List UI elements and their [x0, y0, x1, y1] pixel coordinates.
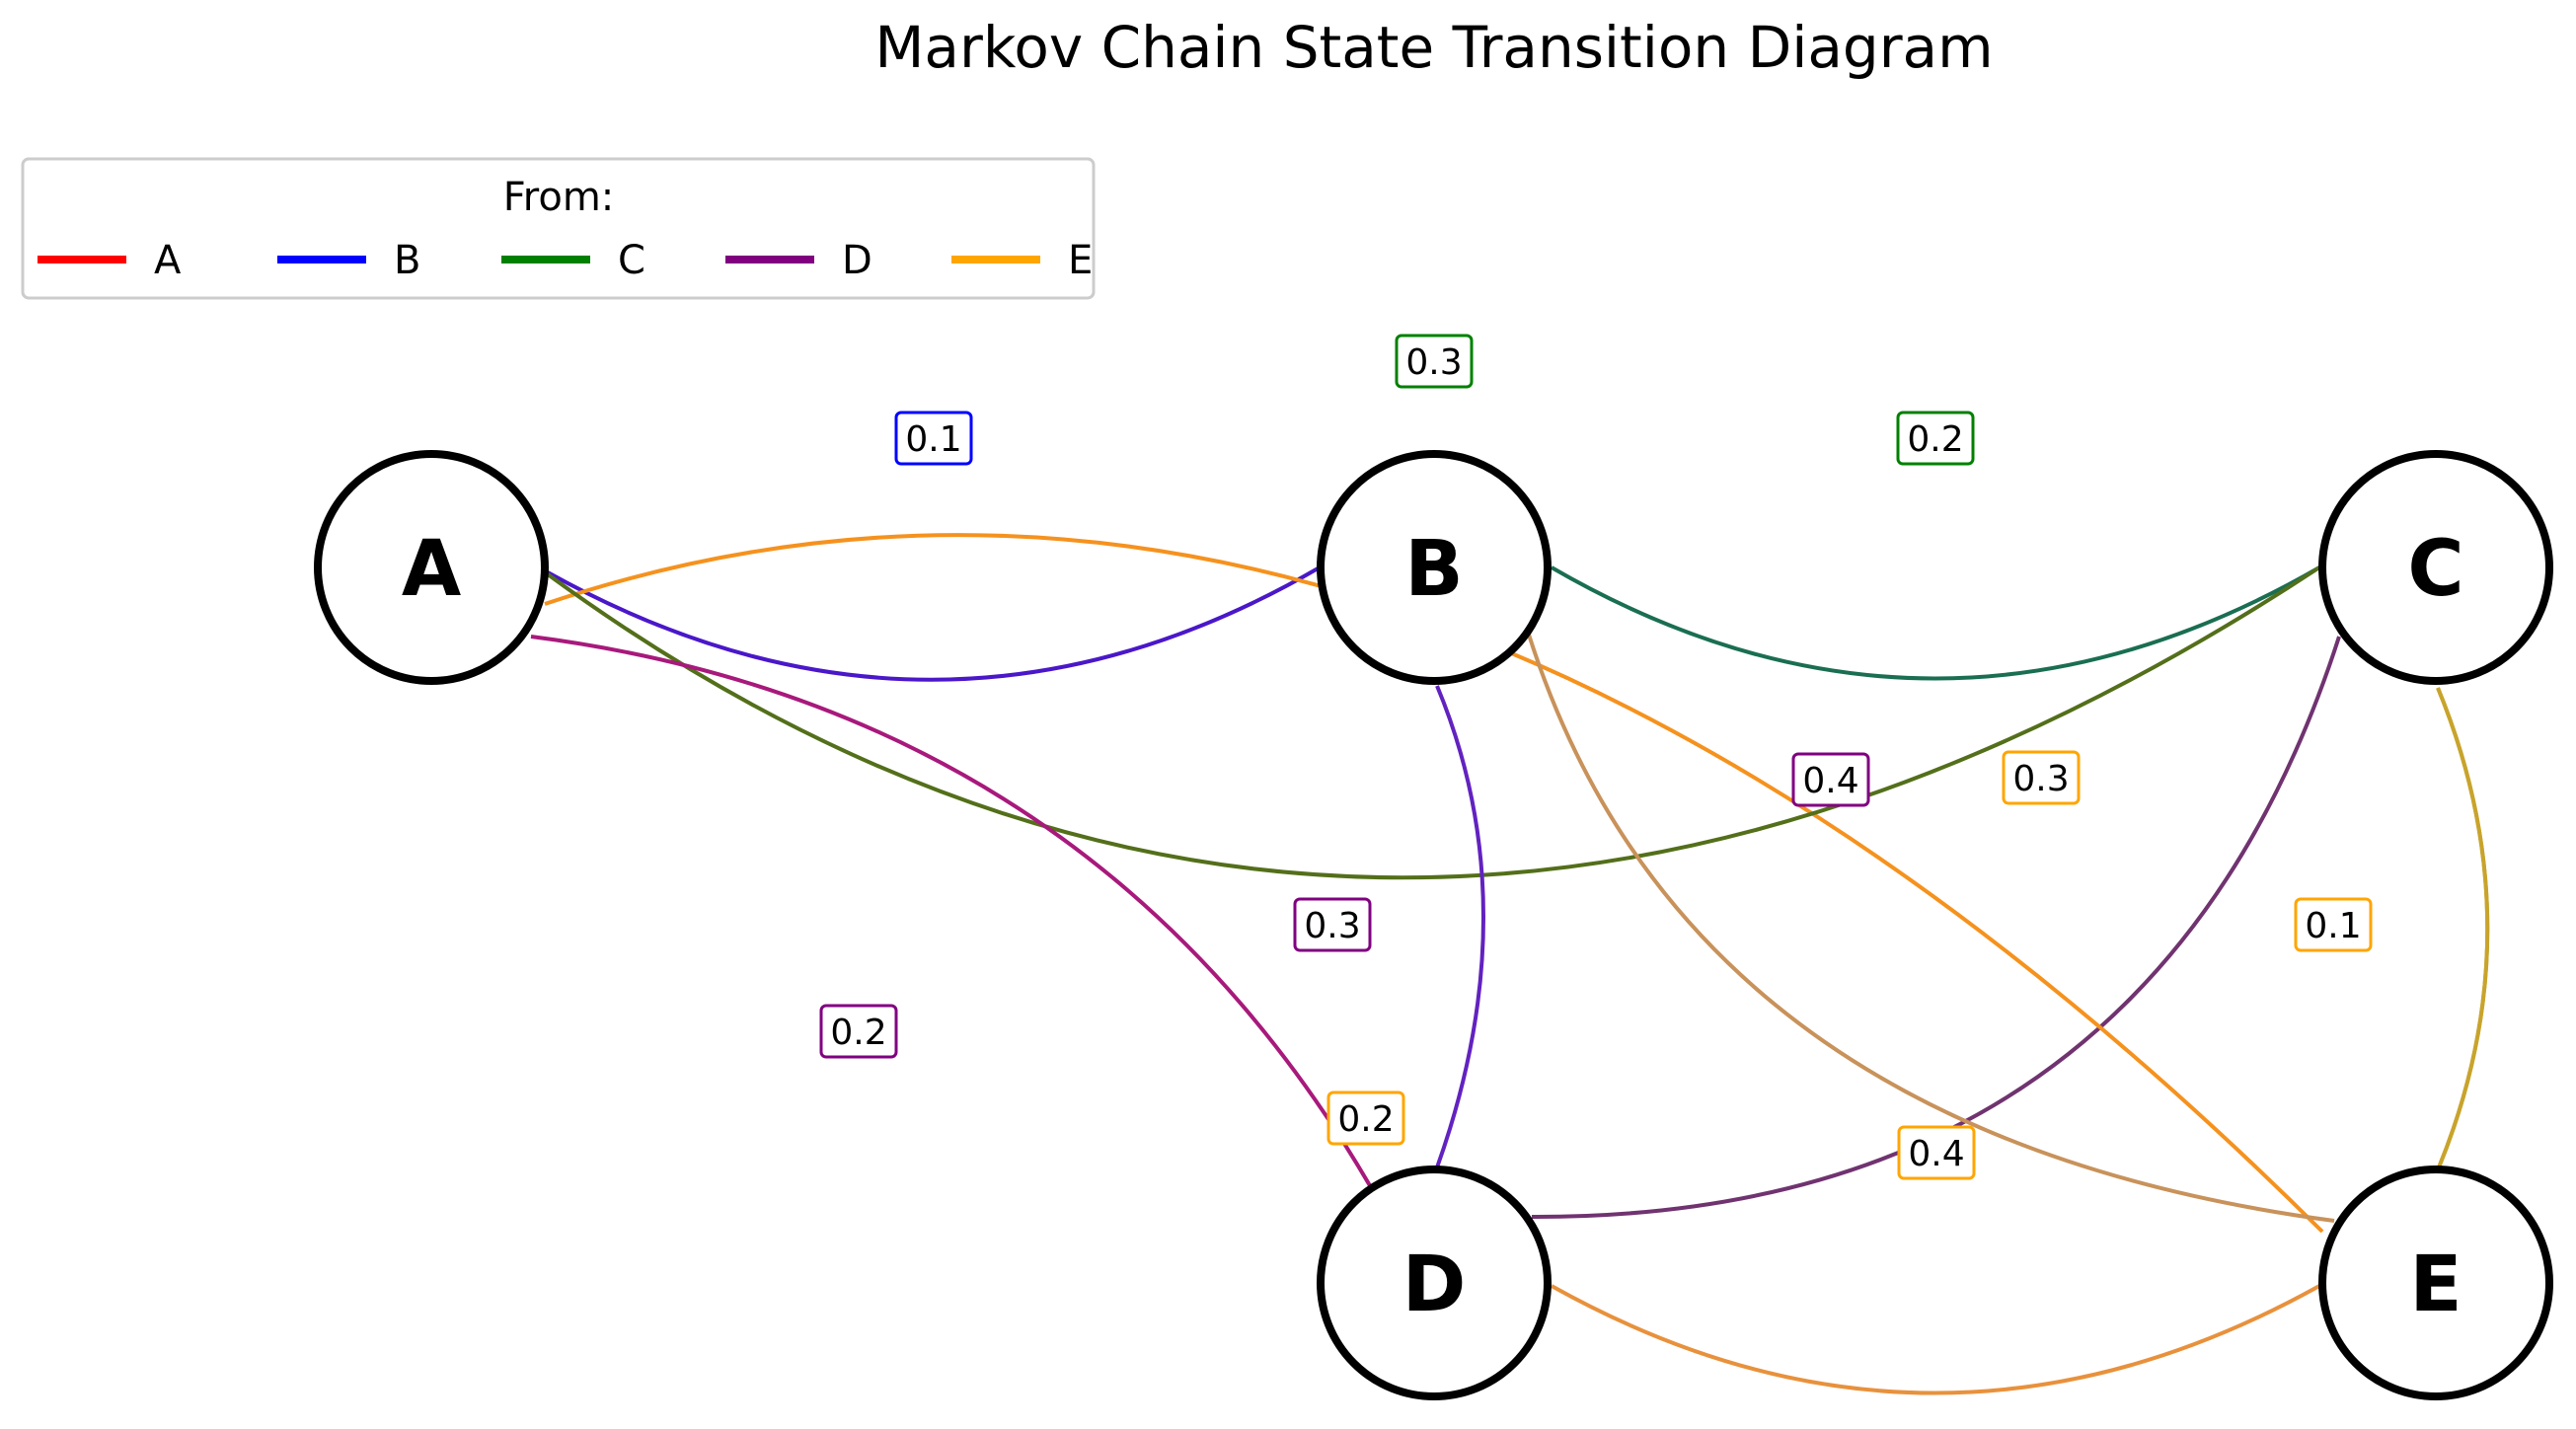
edge-label-box [1395, 334, 1474, 389]
edge-labels: 0.1 0.3 0.2 0.4 0.3 0.3 0.2 0.2 0.4 0.1 [819, 334, 2373, 1180]
edge-prob-label: 0.4 [1802, 761, 1858, 801]
node-d [1317, 1166, 1552, 1400]
edge-b-a-0 [547, 565, 1322, 682]
node-e [2318, 1166, 2553, 1400]
legend-title: From: [503, 175, 615, 220]
edge-label-box [819, 1004, 898, 1059]
edge-label-box [1897, 1125, 1976, 1180]
edge-prob-label: 0.2 [1907, 419, 1963, 460]
edge-label-box [2002, 750, 2081, 805]
edge-e-b-8 [1527, 634, 2335, 1223]
edge-prob-label: 0.2 [830, 1013, 886, 1053]
edge-label-box [1896, 411, 1975, 466]
edge-e-c-9 [2436, 687, 2490, 1168]
legend-label-a: A [154, 238, 182, 283]
node-label-a: A [402, 525, 461, 614]
edge-prob-label: 0.3 [1304, 906, 1360, 946]
edge-prob-label: 0.2 [1337, 1099, 1394, 1140]
edge-prob-label: 0.3 [2012, 759, 2069, 799]
edge-prob-label: 0.1 [2305, 906, 2361, 946]
edge-label-box [894, 411, 973, 466]
edge-c-b-1 [1550, 565, 2320, 681]
edge-d-a-6 [530, 635, 1386, 1211]
legend-label-d: D [842, 238, 872, 283]
node-label-b: B [1404, 525, 1463, 614]
node-a [314, 450, 549, 685]
edge-e-b-7 [1435, 685, 1485, 1168]
edge-prob-label: 0.3 [1405, 342, 1462, 383]
legend-label-e: E [1068, 238, 1093, 283]
edge-label-box [1791, 752, 1870, 807]
edge-prob-label: 0.1 [905, 419, 961, 460]
diagram-title: Markov Chain State Transition Diagram [874, 14, 1993, 81]
node-label-c: C [2407, 525, 2463, 614]
edge-label-box [2294, 897, 2373, 952]
nodes: A B C D E [314, 450, 2553, 1400]
edge-e-d-10 [1551, 1284, 2320, 1395]
edge-label-box [1293, 897, 1372, 952]
node-label-d: D [1402, 1241, 1467, 1329]
edge-prob-label: 0.4 [1908, 1134, 1964, 1174]
edge-d-a-5 [546, 565, 2321, 880]
node-b [1317, 450, 1552, 685]
node-label-e: E [2409, 1241, 2462, 1329]
node-c [2318, 450, 2553, 685]
legend-label-b: B [394, 238, 420, 283]
edge-d-c-3 [1531, 636, 2341, 1220]
legend-label-c: C [618, 238, 645, 283]
legend: From: A B C D E [21, 157, 1096, 300]
edge-label-box [1326, 1091, 1405, 1146]
